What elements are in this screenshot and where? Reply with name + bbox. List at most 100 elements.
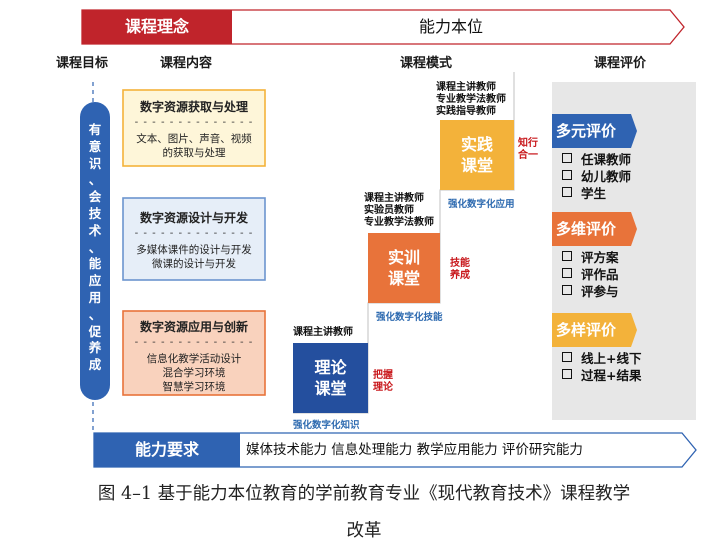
goal-bar [80, 102, 110, 400]
teacher-label: 专业教学法教师 [364, 217, 434, 228]
bottom-bar-value: 媒体技术能力 信息处理能力 教学应用能力 评价研究能力 [246, 442, 583, 458]
checkbox-icon [562, 251, 572, 261]
figure-caption-line-1: 图 4–1 基于能力本位教育的学前教育专业《现代教育技术》课程教学 [97, 484, 631, 504]
content-box-title: 数字资源应用与创新 [139, 320, 248, 334]
step-theory-note: 把握 理论 [373, 370, 393, 394]
goal-char: 术 [88, 222, 102, 238]
goal-char: 、 [88, 306, 102, 322]
eval-list-1: 任课教师 幼儿教师 学生 [562, 151, 631, 202]
content-box-line: 智慧学习环境 [162, 381, 226, 393]
eval-item-label: 过程+结果 [581, 368, 642, 383]
step-practice-teachers: 课程主讲教师 专业教学法教师 实践指导教师 [436, 82, 506, 118]
goal-char: 能 [88, 256, 102, 272]
content-box-line: 的获取与处理 [162, 147, 226, 159]
content-box-line: 混合学习环境 [162, 367, 226, 379]
checkbox-icon [562, 268, 572, 278]
eval-title-3: 多样评价 [556, 321, 617, 339]
header-evaluation: 课程评价 [594, 56, 647, 71]
eval-item: 任课教师 [562, 151, 631, 168]
goal-char: 意 [88, 138, 102, 154]
content-box-3-text: 数字资源应用与创新 - - - - - - - - - - - - - - 信息… [123, 318, 265, 394]
step-training-box [368, 233, 440, 303]
content-box-divider: - - - - - - - - - - - - - - [134, 337, 254, 348]
eval-tab-3 [552, 313, 637, 347]
content-box-title: 数字资源设计与开发 [139, 211, 248, 225]
goal-char: 养 [88, 340, 102, 356]
eval-tab-1 [552, 114, 637, 148]
checkbox-icon [562, 187, 572, 197]
eval-item-label: 评参与 [581, 284, 619, 299]
step-title-line: 实训 [387, 248, 420, 267]
content-box-line: 信息化教学活动设计 [146, 353, 242, 365]
header-goal: 课程目标 [56, 56, 109, 71]
top-bar-value: 能力本位 [418, 17, 483, 36]
teacher-label: 实验员教师 [364, 205, 414, 216]
eval-tab-2 [552, 212, 637, 246]
content-box-3 [122, 310, 266, 396]
header-mode: 课程模式 [400, 56, 453, 71]
step-title-line: 理论 [314, 358, 347, 377]
checkbox-icon [562, 170, 572, 180]
figure-caption-line-2: 改革 [346, 521, 382, 541]
content-box-line: 文本、图片、声音、视频 [136, 133, 252, 145]
eval-item-label: 线上+线下 [581, 351, 642, 366]
step-training-title: 实训 课堂 [368, 247, 440, 289]
goal-char: 促 [88, 323, 102, 339]
goal-char: 有 [88, 122, 102, 137]
step-title-line: 课堂 [314, 379, 347, 398]
teacher-label: 专业教学法教师 [436, 94, 506, 105]
top-bar-label-bg [82, 10, 232, 44]
eval-title-1: 多元评价 [556, 122, 617, 140]
eval-item-label: 学生 [581, 186, 607, 201]
eval-item: 评参与 [562, 283, 619, 300]
eval-item: 评方案 [562, 249, 619, 266]
content-box-1-text: 数字资源获取与处理 - - - - - - - - - - - - - - 文本… [123, 98, 265, 160]
header-content: 课程内容 [160, 56, 213, 71]
goal-char: 技 [88, 205, 102, 221]
step-title-line: 课堂 [460, 156, 493, 175]
step-practice-title: 实践 课堂 [440, 134, 514, 176]
goal-char: 应 [88, 273, 102, 289]
eval-item-label: 任课教师 [581, 152, 632, 167]
step-theory-caption: 强化数字化知识 [293, 420, 360, 431]
step-practice-note: 知行 合一 [518, 138, 538, 162]
step-theory-box [293, 343, 368, 413]
checkbox-icon [562, 153, 572, 163]
checkbox-icon [562, 285, 572, 295]
eval-item: 幼儿教师 [562, 168, 631, 185]
goal-char: 用 [88, 289, 102, 305]
goal-char: 、 [88, 239, 102, 255]
eval-item: 学生 [562, 185, 631, 202]
goal-char: 识 [88, 155, 102, 171]
eval-item: 线上+线下 [562, 350, 641, 367]
goal-char: 、 [88, 172, 102, 188]
eval-item: 过程+结果 [562, 367, 641, 384]
checkbox-icon [562, 369, 572, 379]
eval-item-label: 幼儿教师 [581, 169, 632, 184]
step-note-line: 合一 [518, 150, 538, 161]
goal-vertical-text: 有 意 识 、 会 技 术 、 能 应 用 、 促 养 成 [80, 122, 110, 374]
step-practice-caption: 强化数字化应用 [448, 199, 515, 210]
step-note-line: 养成 [450, 270, 470, 281]
checkbox-icon [562, 352, 572, 362]
content-box-divider: - - - - - - - - - - - - - - [134, 228, 254, 239]
content-box-line: 微课的设计与开发 [152, 258, 236, 270]
top-bar-label: 课程理念 [124, 17, 189, 36]
step-training-caption: 强化数字化技能 [376, 312, 443, 323]
eval-title-2: 多维评价 [556, 220, 617, 238]
eval-item: 评作品 [562, 266, 619, 283]
step-training-note: 技能 养成 [450, 258, 470, 282]
step-note-line: 知行 [518, 138, 538, 149]
content-box-title: 数字资源获取与处理 [139, 100, 248, 114]
step-practice-box [440, 120, 514, 190]
eval-item-label: 评方案 [581, 250, 619, 265]
step-title-line: 实践 [460, 135, 493, 154]
eval-item-label: 评作品 [581, 267, 619, 282]
step-note-line: 技能 [450, 258, 470, 269]
content-box-2 [122, 197, 266, 281]
step-note-line: 把握 [373, 370, 393, 381]
content-box-divider: - - - - - - - - - - - - - - [134, 117, 254, 128]
step-training-teachers: 课程主讲教师 实验员教师 专业教学法教师 [364, 193, 434, 229]
goal-char: 会 [88, 189, 102, 205]
step-note-line: 理论 [373, 382, 393, 393]
